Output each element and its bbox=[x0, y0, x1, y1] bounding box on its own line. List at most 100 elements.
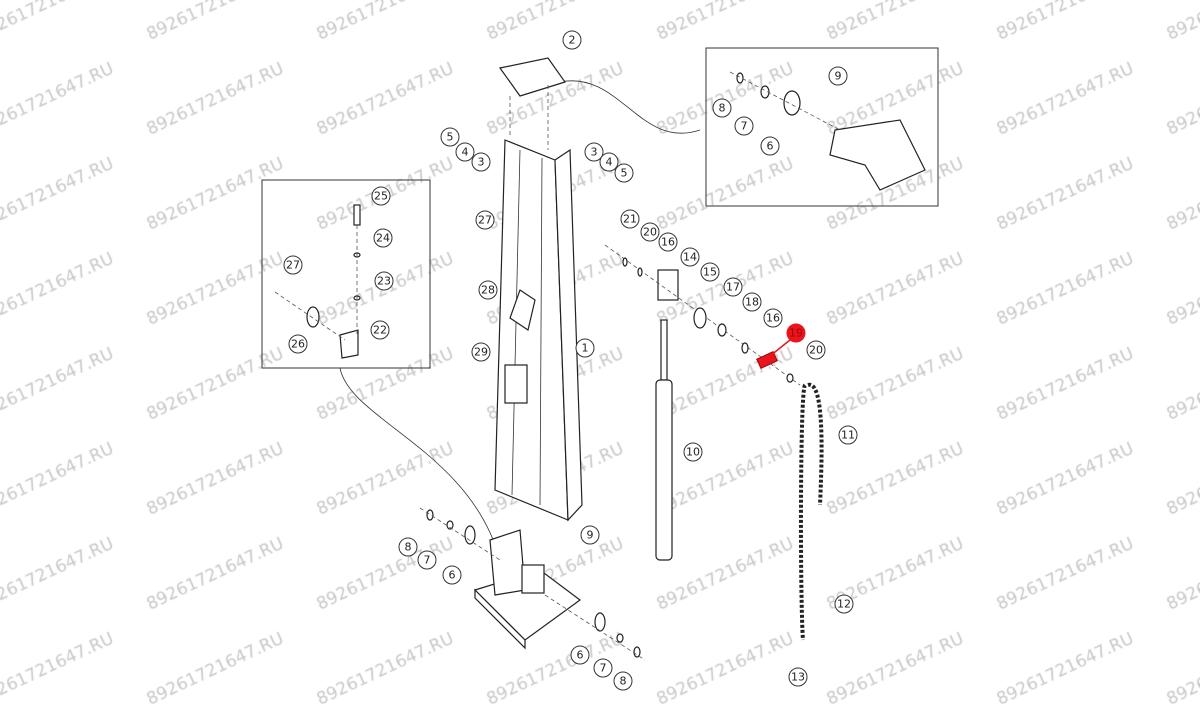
callout-label: 1 bbox=[582, 342, 589, 355]
callout-6: 6 bbox=[570, 645, 590, 665]
callout-label: 11 bbox=[841, 429, 855, 442]
callout-circle bbox=[283, 255, 303, 275]
callout-circle bbox=[788, 667, 808, 687]
callout-circle bbox=[834, 594, 854, 614]
callout-circle bbox=[584, 142, 604, 162]
callout-label: 15 bbox=[703, 266, 717, 279]
callout-circle bbox=[763, 308, 783, 328]
callout-label: 9 bbox=[587, 529, 594, 542]
callout-label: 25 bbox=[374, 190, 388, 203]
callout-circle bbox=[475, 210, 495, 230]
callout-5: 5 bbox=[440, 127, 460, 147]
callout-16: 16 bbox=[658, 232, 678, 252]
callout-9: 9 bbox=[580, 525, 600, 545]
washers-bottom-left bbox=[419, 507, 501, 561]
highlight-leader-line bbox=[769, 339, 791, 357]
callout-label: 26 bbox=[291, 338, 305, 351]
callout-circle bbox=[455, 142, 475, 162]
callout-10: 10 bbox=[683, 442, 703, 462]
callout-label: 12 bbox=[837, 598, 851, 611]
callout-circle bbox=[760, 136, 780, 156]
callout-circle bbox=[742, 292, 762, 312]
callout-29: 29 bbox=[471, 342, 491, 362]
column-part-1 bbox=[494, 139, 583, 522]
callout-19: 19 bbox=[769, 323, 806, 357]
callout-circle bbox=[683, 442, 703, 462]
callout-label: 28 bbox=[481, 284, 495, 297]
callout-3: 3 bbox=[471, 152, 491, 172]
callout-20: 20 bbox=[640, 222, 660, 242]
callout-circle bbox=[288, 334, 308, 354]
callout-label: 4 bbox=[606, 156, 613, 169]
callout-27: 27 bbox=[475, 210, 495, 230]
chain-part-11 bbox=[798, 383, 824, 641]
callout-circle bbox=[614, 163, 634, 183]
inset-leader-right bbox=[559, 80, 701, 134]
callout-label: 10 bbox=[686, 446, 700, 459]
callout-7: 7 bbox=[734, 116, 754, 136]
callout-label: 5 bbox=[447, 131, 454, 144]
callout-label: 22 bbox=[373, 324, 387, 337]
callout-circle bbox=[828, 66, 848, 86]
callout-label: 16 bbox=[766, 312, 780, 325]
callout-25: 25 bbox=[371, 186, 391, 206]
callout-4: 4 bbox=[599, 152, 619, 172]
callout-circle bbox=[580, 525, 600, 545]
highlighted-part-19 bbox=[756, 351, 778, 369]
callout-label: 27 bbox=[286, 259, 300, 272]
callout-label: 7 bbox=[741, 120, 748, 133]
callout-circle bbox=[442, 565, 462, 585]
callout-label: 3 bbox=[591, 146, 598, 159]
top-cap-part-2 bbox=[498, 57, 566, 97]
callout-8: 8 bbox=[712, 98, 732, 118]
callout-circle bbox=[562, 30, 582, 50]
callout-circle bbox=[593, 658, 613, 678]
callout-circle bbox=[440, 127, 460, 147]
callout-label: 4 bbox=[462, 146, 469, 159]
callout-21: 21 bbox=[620, 209, 640, 229]
callout-17: 17 bbox=[723, 277, 743, 297]
callout-circle bbox=[599, 152, 619, 172]
callout-7: 7 bbox=[593, 658, 613, 678]
callout-12: 12 bbox=[834, 594, 854, 614]
callout-4: 4 bbox=[455, 142, 475, 162]
callout-13: 13 bbox=[788, 667, 808, 687]
callout-18: 18 bbox=[742, 292, 762, 312]
callout-circle bbox=[658, 232, 678, 252]
callout-label: 5 bbox=[621, 167, 628, 180]
callout-label: 7 bbox=[424, 554, 431, 567]
callout-label: 23 bbox=[377, 275, 391, 288]
callout-circle bbox=[620, 209, 640, 229]
callout-circle bbox=[723, 277, 743, 297]
callout-circle bbox=[370, 320, 390, 340]
callout-circle bbox=[417, 550, 437, 570]
callout-label: 7 bbox=[600, 662, 607, 675]
callout-2: 2 bbox=[562, 30, 582, 50]
callout-8: 8 bbox=[398, 537, 418, 557]
callout-label: 19 bbox=[789, 327, 803, 340]
callout-20: 20 bbox=[806, 340, 826, 360]
callout-8: 8 bbox=[613, 671, 633, 691]
callout-circle bbox=[640, 222, 660, 242]
callout-1: 1 bbox=[575, 338, 595, 358]
callout-circle bbox=[570, 645, 590, 665]
shaft-assembly bbox=[622, 257, 794, 383]
callout-24: 24 bbox=[373, 228, 393, 248]
callout-circle bbox=[838, 425, 858, 445]
callout-label: 17 bbox=[726, 281, 740, 294]
callout-label: 6 bbox=[767, 140, 774, 153]
callout-circle bbox=[575, 338, 595, 358]
cylinder-part-10 bbox=[655, 269, 679, 561]
detail-inset-right bbox=[705, 47, 939, 207]
callout-circle bbox=[471, 342, 491, 362]
callout-label: 21 bbox=[623, 213, 637, 226]
callout-circle bbox=[806, 340, 826, 360]
callout-circle bbox=[700, 262, 720, 282]
callout-circle bbox=[712, 98, 732, 118]
callout-circle bbox=[471, 152, 491, 172]
callout-11: 11 bbox=[838, 425, 858, 445]
